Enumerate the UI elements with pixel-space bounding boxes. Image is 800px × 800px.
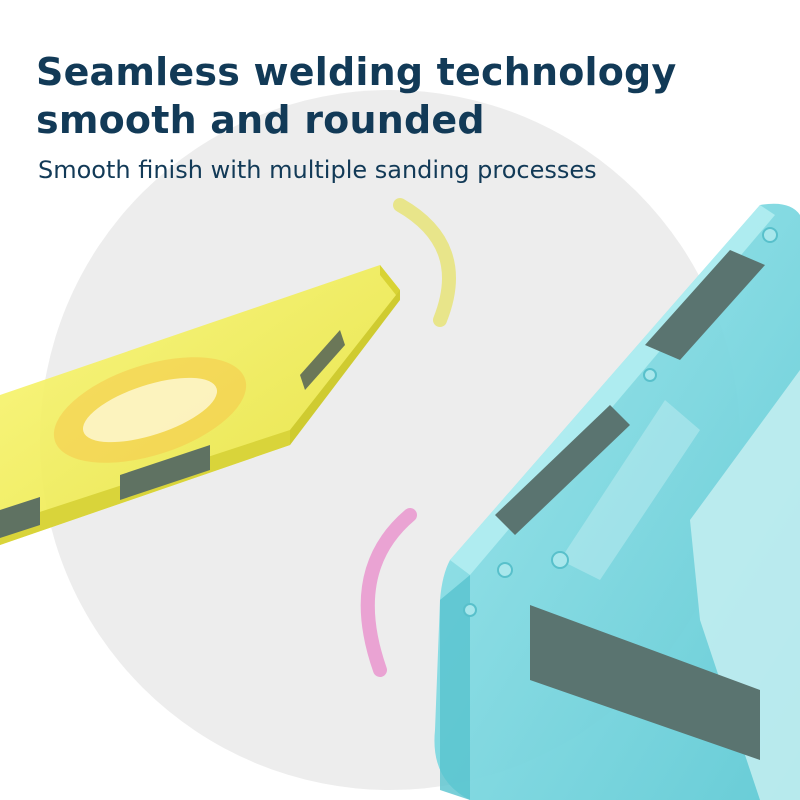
subheadline: Smooth finish with multiple sanding proc… [38, 156, 597, 184]
magnet [0, 497, 40, 538]
magnet [300, 330, 345, 390]
magnet [530, 605, 760, 760]
headline-line-1: Seamless welding technology [36, 50, 677, 94]
pink-arc [360, 508, 417, 677]
magnet [120, 445, 210, 500]
yellow-tile [0, 265, 400, 545]
headline: Seamless welding technology smooth and r… [36, 48, 676, 144]
headline-line-2: smooth and rounded [36, 98, 485, 142]
yellow-arc [393, 198, 456, 327]
magnet [645, 250, 765, 360]
cyan-tile [434, 203, 800, 800]
magnet [495, 405, 630, 535]
